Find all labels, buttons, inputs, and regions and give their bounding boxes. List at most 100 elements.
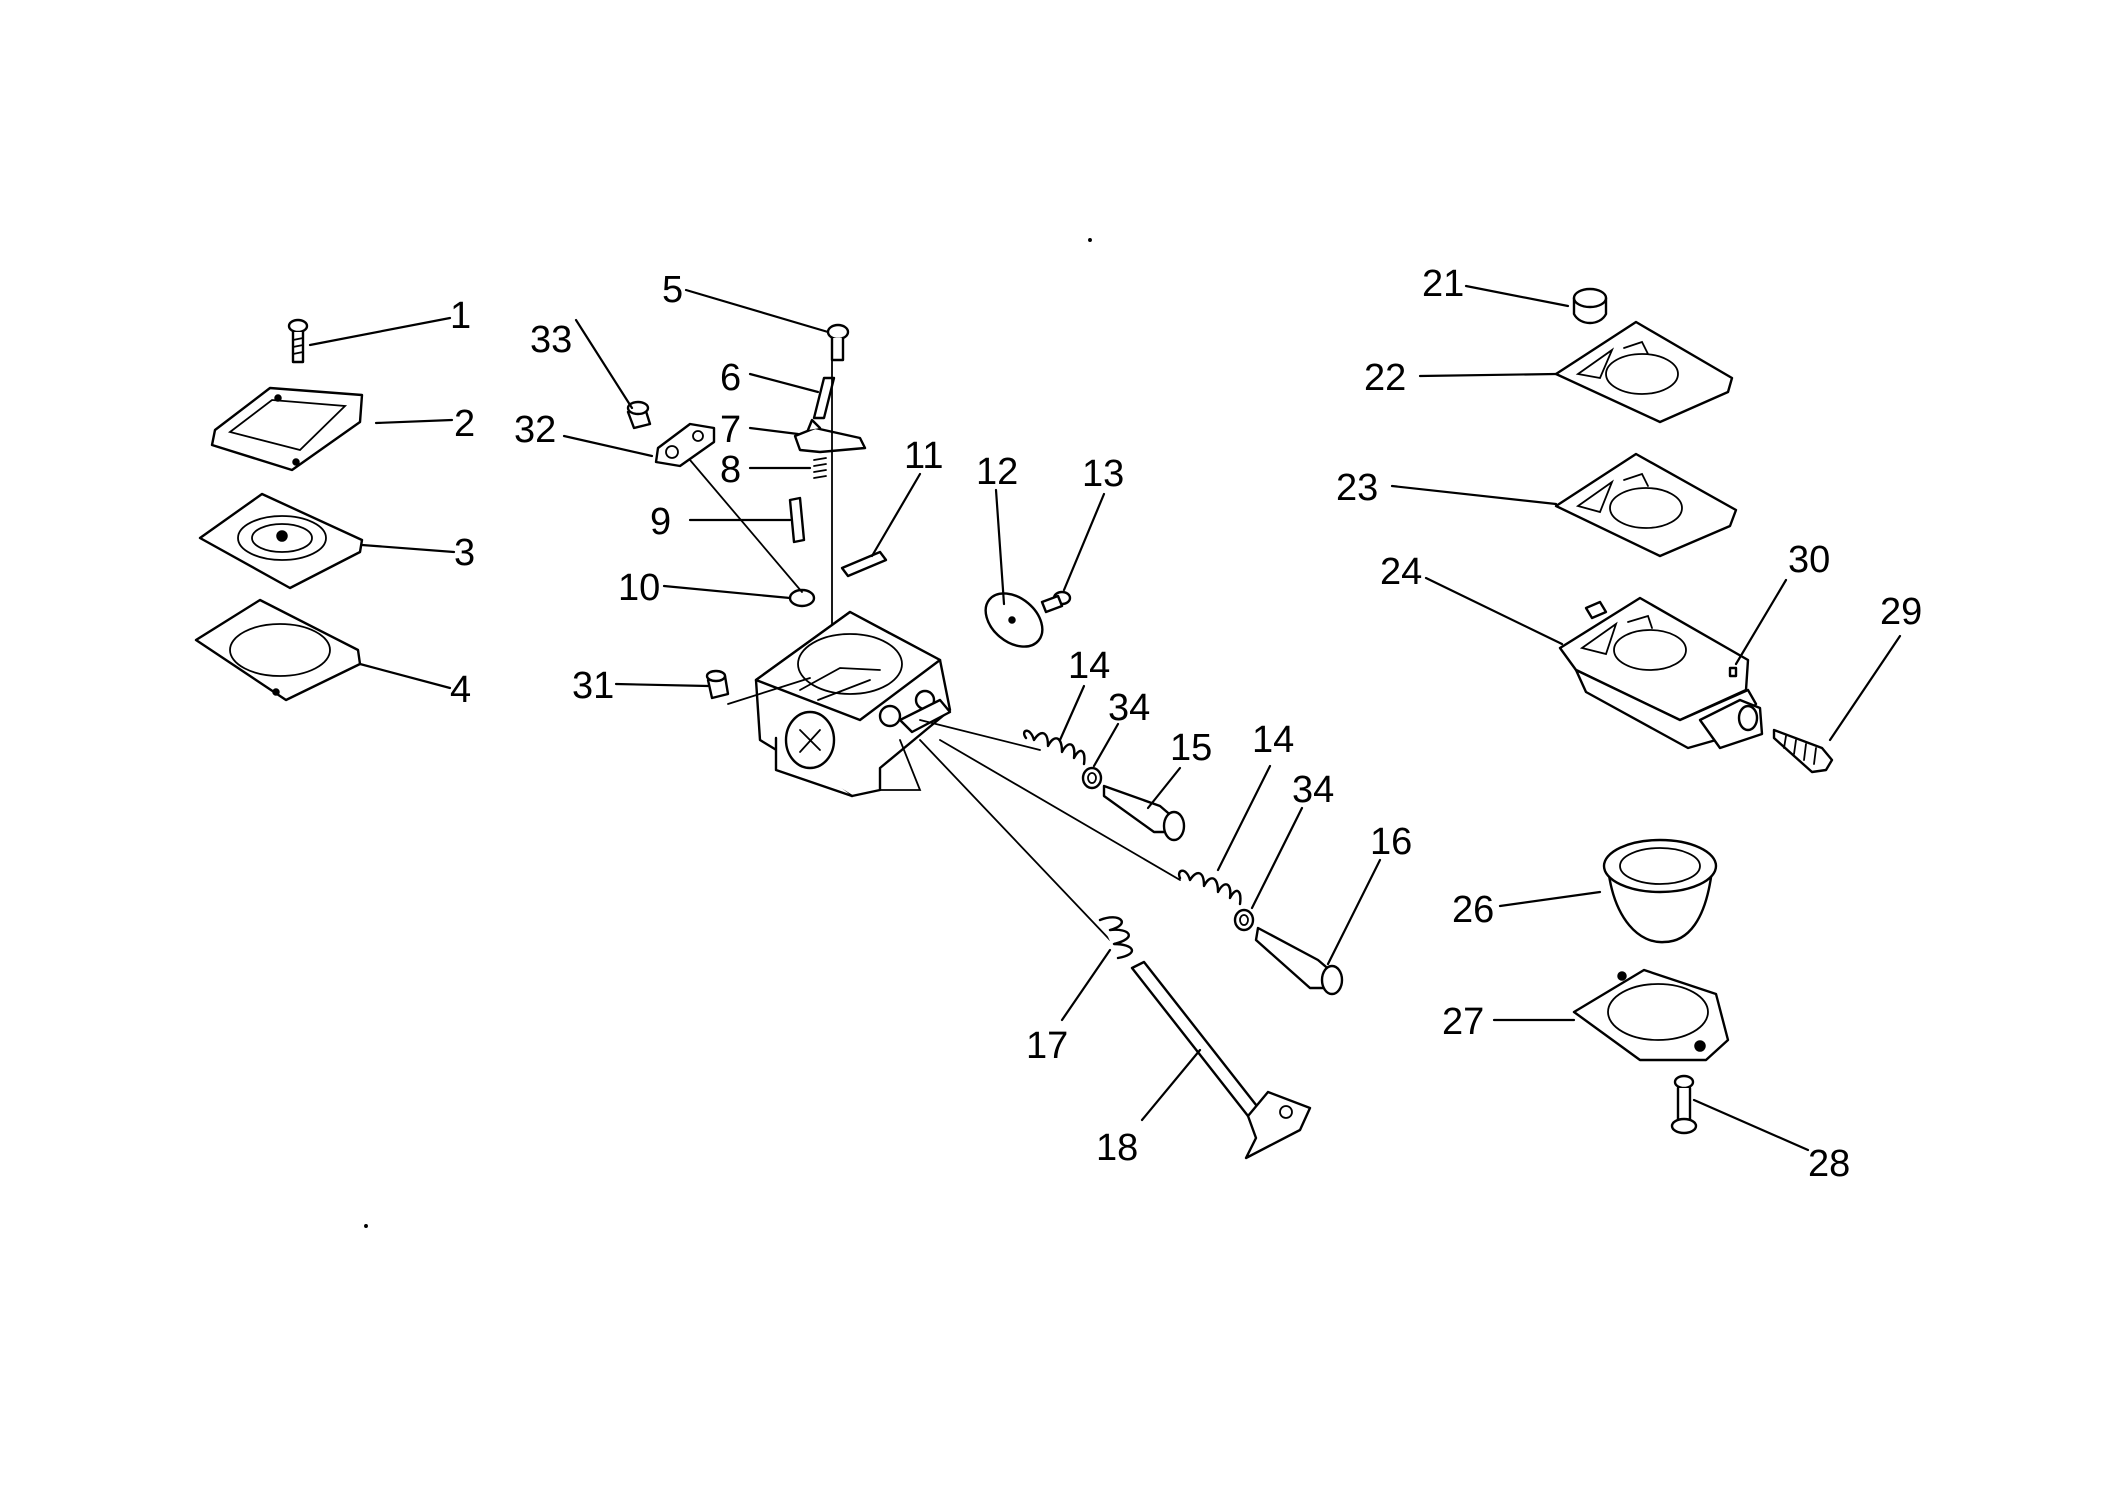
leader-28 [1692, 1098, 1810, 1152]
part-23-metering-gasket [1554, 452, 1738, 558]
callout-34-upper: 34 [1108, 687, 1150, 729]
callout-28: 28 [1808, 1143, 1850, 1185]
part-15-needle [1102, 784, 1186, 842]
part-3-pump-diaphragm [198, 492, 364, 590]
leader-14-lower [1216, 764, 1272, 872]
part-33-plug [626, 400, 652, 430]
callout-5: 5 [662, 269, 683, 311]
callout-16: 16 [1370, 821, 1412, 863]
callout-2: 2 [454, 403, 475, 445]
callout-1: 1 [450, 295, 471, 337]
part-22-metering-plate [1554, 320, 1734, 424]
part-26-primer-bulb [1602, 838, 1718, 944]
callout-4: 4 [450, 669, 471, 711]
leader-34-upper [1092, 722, 1120, 768]
callout-22: 22 [1364, 357, 1406, 399]
leader-18 [1140, 1048, 1202, 1122]
part-14-15-assembly-axis [919, 719, 1041, 751]
callout-18: 18 [1096, 1127, 1138, 1169]
callout-32: 32 [514, 409, 556, 451]
leader-26 [1498, 890, 1602, 908]
part-29-screw [1772, 728, 1834, 774]
leader-3 [360, 543, 456, 554]
leader-17 [1060, 948, 1112, 1022]
part-4-pump-gasket [194, 598, 362, 702]
leader-16 [1326, 858, 1382, 966]
part-13-screw [1040, 590, 1072, 614]
part-27-primer-flange [1572, 968, 1730, 1062]
callout-11: 11 [904, 435, 943, 477]
callout-30: 30 [1788, 539, 1830, 581]
part-32-cover [654, 422, 716, 468]
part-30-vent [1728, 666, 1738, 678]
callout-7: 7 [720, 409, 741, 451]
part-18-throttle-shaft [1130, 960, 1312, 1160]
part-2-pump-cover [210, 386, 364, 472]
callout-3: 3 [454, 532, 475, 574]
leader-23 [1390, 484, 1558, 506]
callout-15: 15 [1170, 727, 1212, 769]
leader-24 [1424, 576, 1564, 646]
stray-mark [364, 1224, 368, 1228]
callout-29: 29 [1880, 591, 1922, 633]
callout-10: 10 [618, 567, 660, 609]
leader-33 [574, 318, 634, 410]
callout-34-lower: 34 [1292, 769, 1334, 811]
callout-6: 6 [720, 357, 741, 399]
callout-9: 9 [650, 501, 671, 543]
callout-33: 33 [530, 319, 572, 361]
part-9-needle [788, 496, 806, 544]
leader-13 [1062, 492, 1106, 592]
part-32-assembly-axis [689, 459, 803, 593]
carburetor-body [754, 610, 952, 798]
callout-26: 26 [1452, 889, 1494, 931]
callout-12: 12 [976, 451, 1018, 493]
part-5-screw [826, 323, 850, 362]
part-12-throttle-disc [984, 592, 1044, 648]
part-16-needle [1254, 926, 1344, 996]
part-1-screw [287, 318, 309, 364]
part-6-pin [812, 376, 836, 420]
part-17-spring [1098, 916, 1133, 960]
leader-11 [870, 472, 922, 558]
part-31-assembly-axis [727, 677, 811, 705]
part-34-washer-upper [1081, 766, 1103, 790]
callout-13: 13 [1082, 453, 1124, 495]
callout-8: 8 [720, 449, 741, 491]
leader-7 [748, 426, 800, 436]
callout-21: 21 [1422, 263, 1464, 305]
callout-14-lower: 14 [1252, 719, 1294, 761]
leader-30 [1734, 578, 1788, 666]
callout-31: 31 [572, 665, 614, 707]
part-28-screw [1670, 1074, 1698, 1135]
part-31-plug [705, 669, 730, 700]
leader-14-upper [1058, 684, 1086, 742]
callout-27: 27 [1442, 1001, 1484, 1043]
part-14-spring-lower [1177, 869, 1242, 906]
part-21-cap [1572, 287, 1608, 325]
callout-23: 23 [1336, 467, 1378, 509]
leader-22 [1418, 372, 1558, 378]
leader-21 [1464, 284, 1570, 308]
leader-29 [1828, 634, 1902, 742]
part-7-lever [793, 418, 867, 454]
leader-15 [1146, 766, 1182, 810]
leader-32 [562, 434, 654, 458]
callout-14-upper: 14 [1068, 645, 1110, 687]
leader-6 [748, 372, 820, 394]
part-34-washer-lower [1233, 908, 1255, 932]
part-8-spring [813, 457, 827, 479]
stray-mark [1088, 238, 1092, 242]
leader-12 [994, 488, 1006, 606]
leader-34-lower [1250, 806, 1304, 910]
leader-1 [308, 316, 452, 347]
leader-31 [614, 682, 710, 688]
leader-4 [358, 662, 452, 690]
part-14-16-assembly-axis [939, 739, 1181, 881]
leader-2 [374, 418, 454, 425]
part-17-assembly-axis [919, 739, 1111, 941]
leader-5 [684, 288, 830, 334]
part-11-pin [840, 550, 888, 578]
part-24-metering-cover [1558, 596, 1764, 750]
